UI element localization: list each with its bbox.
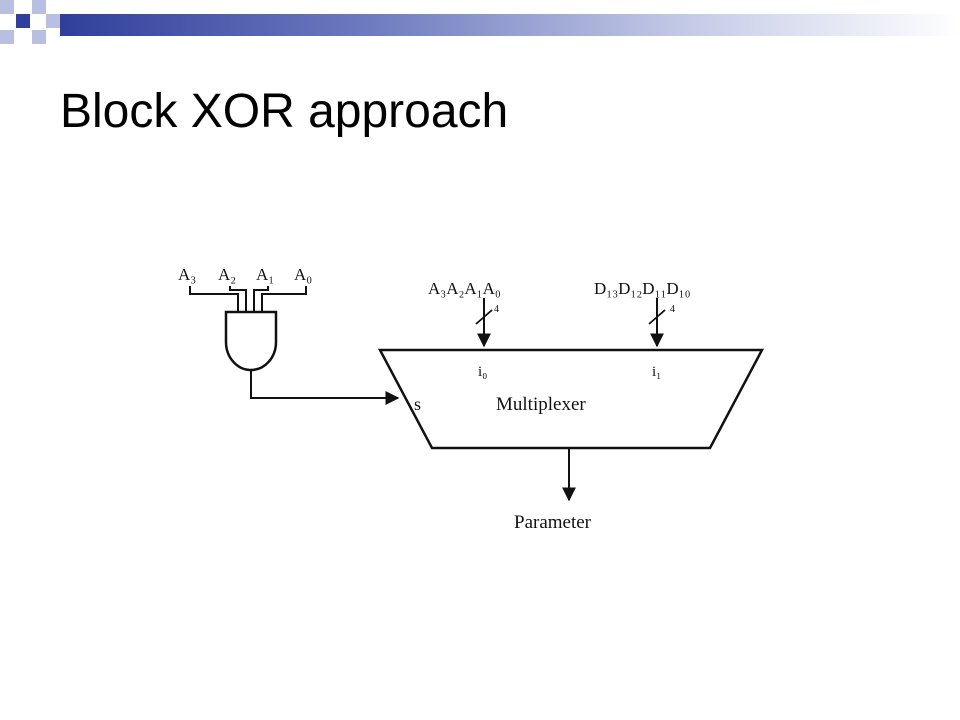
input0-label: i₀ [478, 364, 487, 380]
bus-d-width: 4 [670, 304, 675, 315]
multiplexer-block [377, 348, 765, 450]
and-input-a1: A₁ [256, 265, 274, 284]
deco-square-light [32, 30, 46, 44]
select-wire [250, 370, 400, 405]
select-label: s [414, 394, 421, 414]
output-label: Parameter [514, 512, 592, 533]
deco-square-light [46, 14, 60, 28]
bus-a-width: 4 [494, 304, 499, 315]
bus-a-slash [475, 309, 493, 325]
header-gradient-bar [60, 14, 960, 36]
and-input-wires [189, 286, 307, 312]
and-input-a3: A₃ [178, 265, 196, 284]
deco-square-light [0, 30, 14, 44]
input1-label: i₁ [652, 364, 661, 380]
deco-square-light [32, 0, 46, 14]
bus-a-label: A₃A₂A₁A₀ [428, 279, 501, 298]
deco-square-dark [16, 14, 30, 28]
and-input-a2: A₂ [218, 265, 236, 284]
deco-square-light [0, 0, 14, 14]
bus-d-slash [648, 309, 666, 325]
and-input-a0: A₀ [294, 265, 312, 284]
multiplexer-label: Multiplexer [496, 394, 586, 415]
and-gate [224, 310, 278, 372]
slide-title: Block XOR approach [60, 85, 509, 138]
bus-d-label: D₁₃D₁₂D₁₁D₁₀ [594, 279, 691, 298]
